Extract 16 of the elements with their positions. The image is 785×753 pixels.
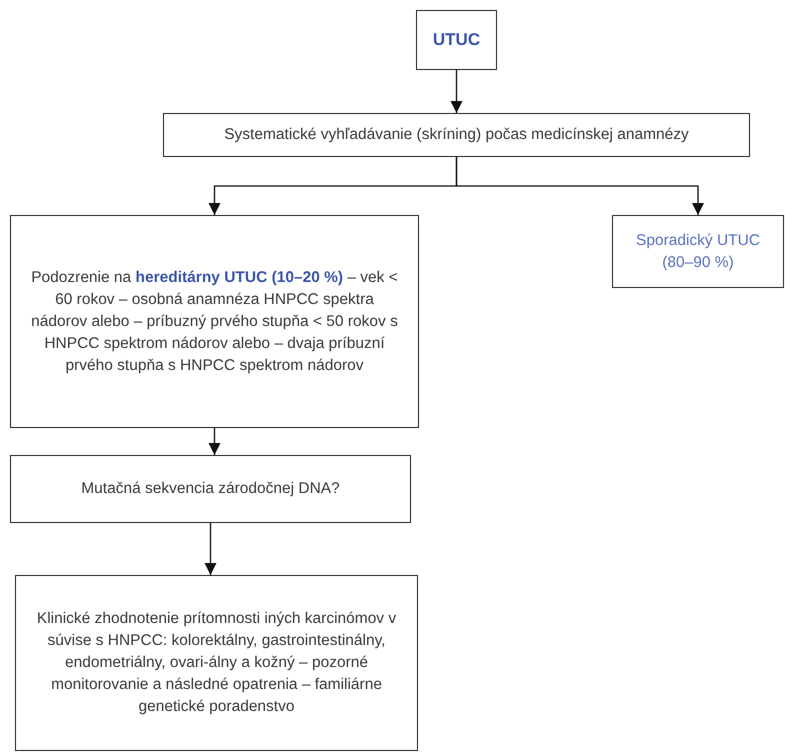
box-text: Klinické zhodnotenie prítomnosti iných karcinómov v súvise s HNPCC: kolorektálny, gastrointestinálny, endometriálny, ovari-álny a kožný – pozorné monitorovanie a následné opatrenia – familiárne genetické poradenstvo [36,609,398,717]
process-box [612,215,784,288]
box-text: Systematické vyhľadávanie (skríning) počas medicínskej anamnézy [224,125,689,145]
arrow [208,428,220,455]
process-box [10,455,411,523]
box-text: Sporadický UTUC (80–90 %) [635,230,761,272]
arrow [450,70,462,113]
title-box [416,10,497,70]
arrow [204,523,216,575]
arrow [456,157,704,215]
process-box [10,215,419,428]
process-box [163,113,750,157]
box-text: UTUC [432,29,480,51]
process-box [15,575,418,751]
box-text: Mutačná sekvencia zárodočnej DNA? [81,479,340,499]
box-text: Podozrenie na hereditárny UTUC (10–20 %) – vek < 60 rokov – osobná anamnéza HNPCC spektra nádorov alebo – príbuzný prvého stupňa < 50 rokov s HNPCC spektrom nádorov alebo – dvaja príbuzní prvého stupňa s HNPCC spektrom nádorov [30,268,399,376]
